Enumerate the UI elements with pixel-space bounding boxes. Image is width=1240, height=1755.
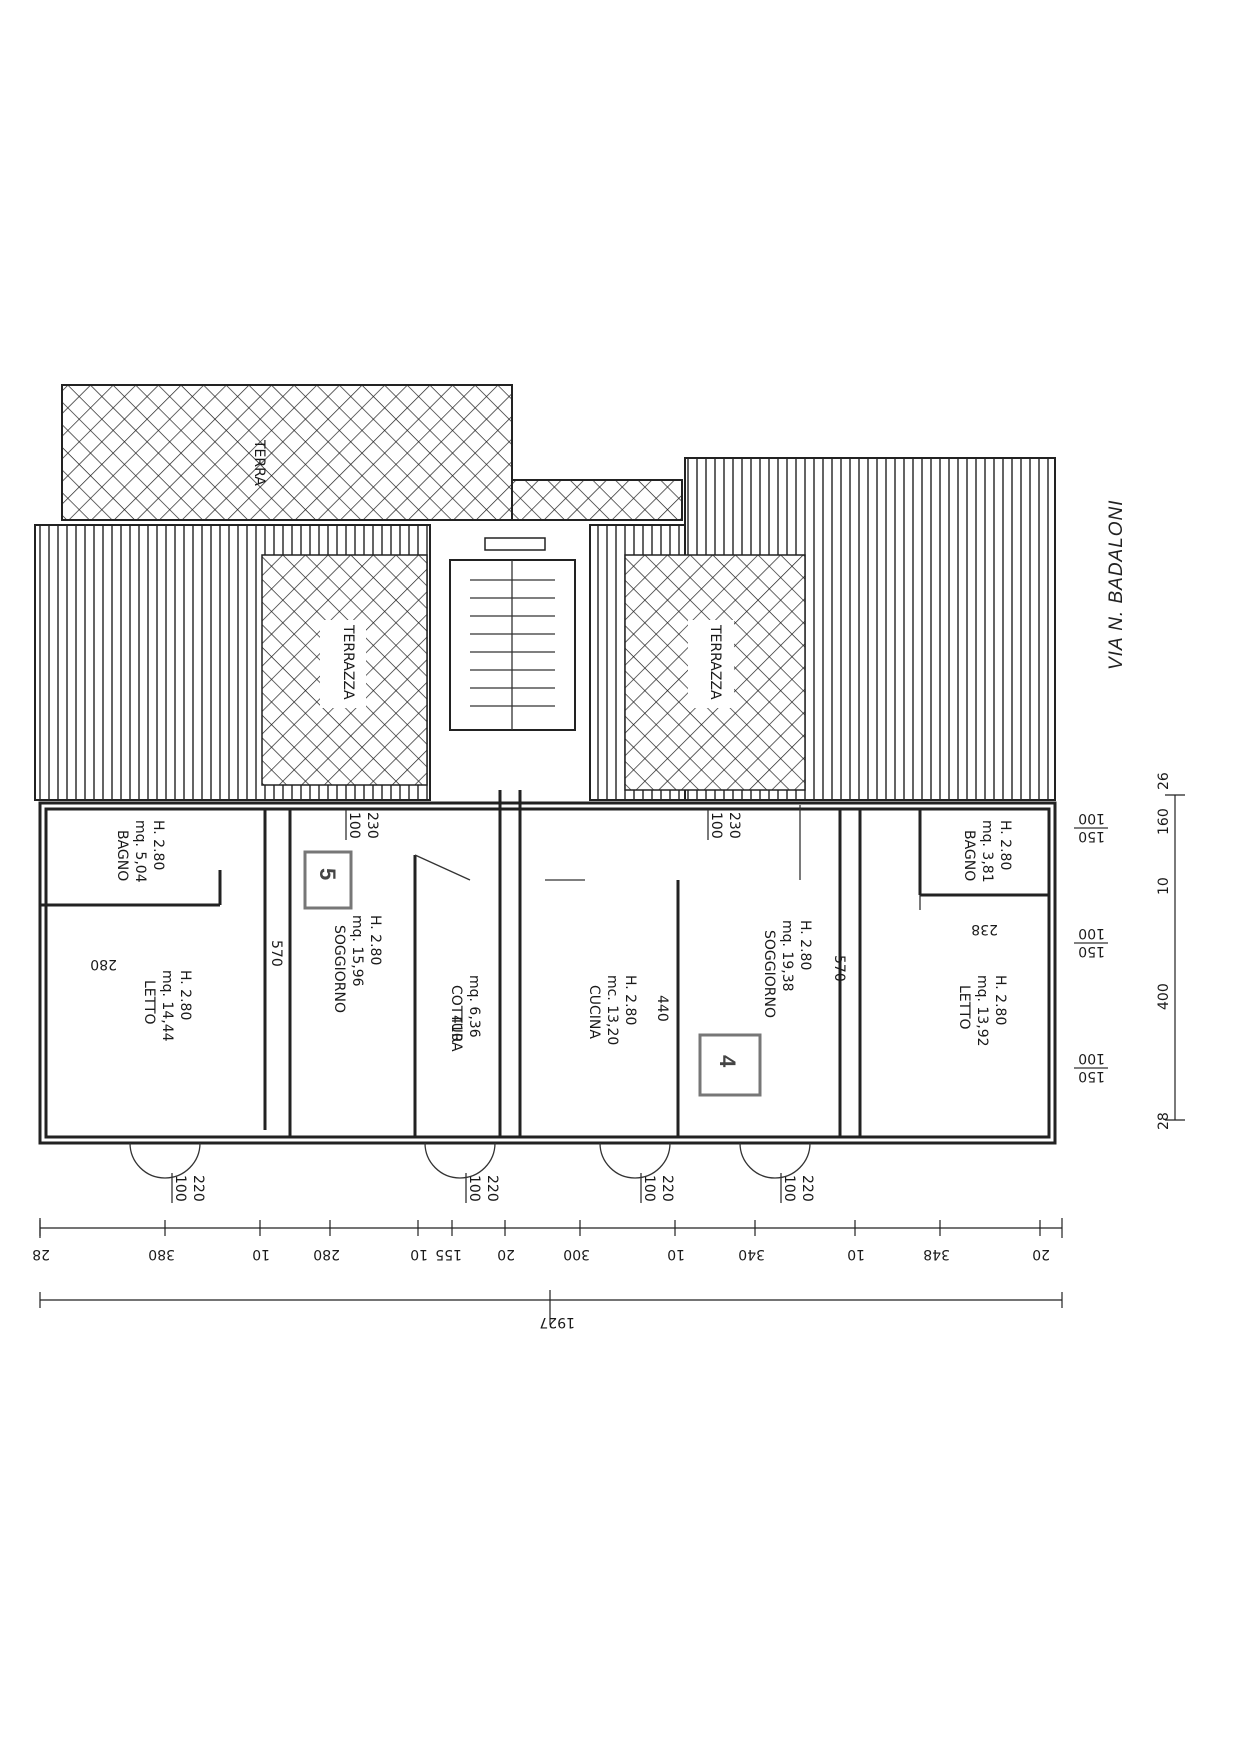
bottom-dim-label: 10 [847, 1246, 865, 1262]
bottom-dim-label: 348 [923, 1246, 950, 1262]
svg-text:5: 5 [315, 868, 340, 880]
bottom-dim-label: 280 [313, 1246, 340, 1262]
exterior-walls [38, 790, 1057, 1145]
door-dim-bottom-3: 100 220 [640, 1173, 675, 1203]
room-soggiorno-5: SOGGIORNO mq. 15,96 H. 2.80 [331, 915, 383, 1013]
right-dim-label: 400 [1156, 983, 1172, 1010]
bottom-dim-label: 10 [667, 1246, 685, 1262]
svg-text:100: 100 [1078, 1050, 1105, 1066]
room-bagno-left: BAGNO mq. 5,04 H. 2.80 [114, 820, 166, 883]
right-dim-label: 28 [1156, 1112, 1172, 1130]
door-dim-left-top: 100 230 [345, 810, 380, 840]
svg-text:mc. 13,20: mc. 13,20 [604, 975, 620, 1045]
overall-dim-label: 1927 [539, 1314, 575, 1330]
right-dim-label: 10 [1156, 877, 1172, 895]
svg-text:220: 220 [659, 1175, 675, 1202]
window-dims-right: 150 100 150 100 150 100 [1074, 810, 1108, 1084]
room-soggiorno-4: SOGGIORNO mq. 19,38 H. 2.80 [761, 920, 813, 1018]
svg-text:mq. 6,36: mq. 6,36 [466, 975, 482, 1038]
terrace-top-left: TERRA [61, 384, 683, 521]
svg-text:H. 2.80: H. 2.80 [622, 975, 638, 1025]
svg-text:100: 100 [781, 1175, 797, 1202]
overall-dimension: 1927 [39, 1290, 1063, 1330]
svg-text:100: 100 [641, 1175, 657, 1202]
terrace-left-label: TERRAZZA [340, 624, 356, 700]
door-dim-bottom-2: 100 220 [465, 1173, 500, 1203]
dim-410: 410 [448, 1015, 464, 1042]
svg-text:COTTURA: COTTURA [448, 985, 464, 1052]
bottom-dim-label: 10 [252, 1246, 270, 1262]
svg-text:100: 100 [1078, 810, 1105, 826]
balcony-right: TERRAZZA [589, 457, 1056, 801]
svg-text:LETTO: LETTO [956, 985, 972, 1030]
svg-text:H. 2.80: H. 2.80 [150, 820, 166, 870]
room-cucina: CUCINA mc. 13,20 H. 2.80 [586, 975, 638, 1045]
svg-text:LETTO: LETTO [141, 980, 157, 1025]
right-dim-label: 26 [1156, 772, 1172, 790]
door-dim-right-top: 100 230 [707, 810, 742, 840]
dim-570-right: 570 [831, 955, 847, 982]
svg-text:H. 2.80: H. 2.80 [797, 920, 813, 970]
room-letto-left: LETTO mq. 14,44 H. 2.80 [141, 970, 193, 1042]
bottom-dim-label: 28 [32, 1246, 50, 1262]
svg-text:mq. 3,81: mq. 3,81 [979, 820, 995, 883]
svg-text:4: 4 [715, 1055, 740, 1068]
bottom-dimension-chain: 28 380 10 280 10 155 20 300 10 340 10 348 20 [32, 1218, 1063, 1262]
svg-text:mq. 15,96: mq. 15,96 [349, 915, 365, 987]
svg-text:150: 150 [1078, 1068, 1105, 1084]
door-swings [129, 1142, 811, 1179]
bottom-dim-label: 10 [410, 1246, 428, 1262]
svg-text:mq. 19,38: mq. 19,38 [779, 920, 795, 992]
balcony-left: TERRAZZA [34, 524, 431, 801]
right-dim-label: 160 [1156, 808, 1172, 835]
svg-text:100: 100 [708, 812, 724, 839]
svg-text:CUCINA: CUCINA [586, 985, 602, 1039]
street-name: VIA N. BADALONI [1106, 499, 1127, 670]
unit-marker-5: 5 [303, 850, 353, 910]
svg-text:H. 2.80: H. 2.80 [367, 915, 383, 965]
dim-440: 440 [654, 995, 670, 1022]
right-dimension-chain: 28 400 10 160 26 [1156, 772, 1185, 1130]
terrace-top-label: TERRA [251, 439, 267, 486]
dim-280: 280 [90, 956, 117, 972]
bottom-dim-label: 300 [563, 1246, 590, 1262]
svg-text:220: 220 [799, 1175, 815, 1202]
bottom-dim-label: 20 [1032, 1246, 1050, 1262]
svg-text:220: 220 [484, 1175, 500, 1202]
bottom-dim-label: 380 [148, 1246, 175, 1262]
svg-text:SOGGIORNO: SOGGIORNO [331, 925, 347, 1013]
bottom-dim-label: 340 [738, 1246, 765, 1262]
svg-text:220: 220 [190, 1175, 206, 1202]
svg-text:100: 100 [1078, 925, 1105, 941]
dim-570-left: 570 [268, 940, 284, 967]
room-bagno-right: BAGNO mq. 3,81 H. 2.80 [961, 820, 1013, 883]
bottom-dim-label: 155 [435, 1246, 462, 1262]
svg-text:SOGGIORNO: SOGGIORNO [761, 930, 777, 1018]
dim-238: 238 [971, 921, 998, 937]
svg-text:150: 150 [1078, 828, 1105, 844]
room-cottura: COTTURA mq. 6,36 [448, 975, 482, 1052]
terrace-right-label: TERRAZZA [707, 624, 723, 700]
svg-text:H. 2.80: H. 2.80 [997, 820, 1013, 870]
room-letto-right: LETTO mq. 13,92 H. 2.80 [956, 975, 1008, 1047]
svg-text:BAGNO: BAGNO [114, 830, 130, 881]
svg-text:BAGNO: BAGNO [961, 830, 977, 881]
svg-text:100: 100 [346, 812, 362, 839]
svg-text:230: 230 [364, 812, 380, 839]
bottom-dim-label: 20 [497, 1246, 515, 1262]
unit-marker-4: 4 [698, 1033, 762, 1097]
svg-text:230: 230 [726, 812, 742, 839]
svg-text:H. 2.80: H. 2.80 [992, 975, 1008, 1025]
svg-text:100: 100 [172, 1175, 188, 1202]
svg-text:mq. 14,44: mq. 14,44 [159, 970, 175, 1042]
svg-text:mq. 5,04: mq. 5,04 [132, 820, 148, 883]
svg-text:100: 100 [466, 1175, 482, 1202]
svg-text:H. 2.80: H. 2.80 [177, 970, 193, 1020]
svg-text:mq. 13,92: mq. 13,92 [974, 975, 990, 1047]
staircase [449, 537, 576, 731]
door-dim-bottom-1: 100 220 [171, 1173, 206, 1203]
door-dim-bottom-4: 100 220 [780, 1173, 815, 1203]
svg-text:150: 150 [1078, 943, 1105, 959]
